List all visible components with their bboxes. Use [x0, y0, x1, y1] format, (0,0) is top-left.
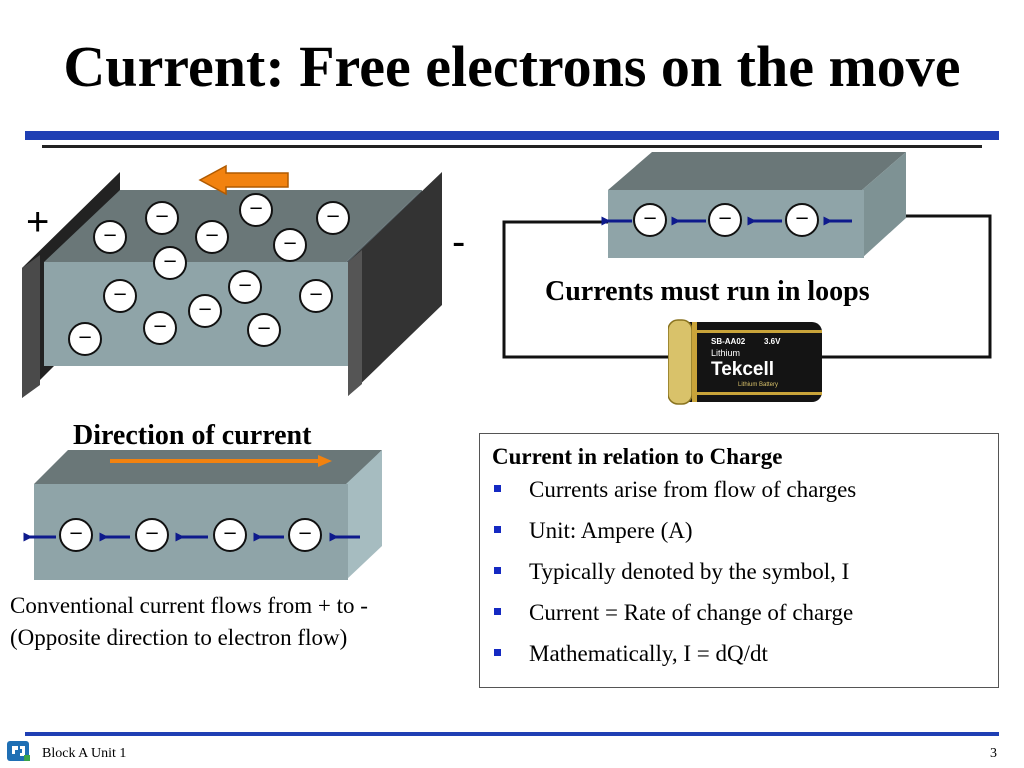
electron-icon: −: [68, 322, 102, 356]
info-bullet-text: Typically denoted by the symbol, I: [529, 559, 850, 584]
electron-icon: −: [213, 518, 247, 552]
electron-icon: −: [93, 220, 127, 254]
battery-model: SB-AA02: [711, 337, 746, 346]
electron-icon: −: [288, 518, 322, 552]
svg-text:−: −: [154, 206, 169, 227]
svg-text:−: −: [162, 251, 177, 272]
electron-icon: −: [188, 294, 222, 328]
svg-text:−: −: [222, 523, 237, 544]
loop-conductor-side: [862, 152, 906, 258]
footer-logo-icon: [7, 741, 30, 761]
electron-icon: −: [228, 270, 262, 304]
electron-icon: −: [145, 201, 179, 235]
electron-icon: −: [143, 311, 177, 345]
bullet-square-icon: [494, 526, 501, 533]
info-bullet-text: Currents arise from flow of charges: [529, 477, 857, 502]
svg-text:−: −: [256, 318, 271, 339]
bullet-square-icon: [494, 608, 501, 615]
svg-text:−: −: [325, 206, 340, 227]
footer-text: Block A Unit 1: [42, 746, 127, 761]
svg-text:−: −: [68, 523, 83, 544]
svg-text:−: −: [102, 225, 117, 246]
right-plate: [348, 172, 442, 396]
info-box-title: Current in relation to Charge: [492, 444, 783, 469]
page-number: 3: [990, 746, 997, 761]
electron-icon: −: [708, 203, 742, 237]
info-bullet-list: Currents arise from flow of charges Unit…: [492, 476, 988, 668]
electron-icon: −: [247, 313, 281, 347]
loops-caption: Currents must run in loops: [545, 276, 870, 307]
direction-caption: Direction of current: [73, 420, 312, 451]
electron-icon: −: [59, 518, 93, 552]
bullet-square-icon: [494, 485, 501, 492]
battery-body: [674, 322, 822, 402]
svg-text:−: −: [248, 198, 263, 219]
electron-icon: −: [195, 220, 229, 254]
direction-conductor-side: [346, 450, 382, 580]
svg-text:−: −: [152, 316, 167, 337]
svg-text:−: −: [308, 284, 323, 305]
svg-text:−: −: [197, 299, 212, 320]
direction-figure: [34, 450, 382, 580]
footer-rule: [25, 732, 999, 736]
electron-icon: −: [273, 228, 307, 262]
info-bullet-item: Typically denoted by the symbol, I: [492, 558, 988, 586]
battery-voltage: 3.6V: [764, 337, 781, 346]
svg-text:−: −: [237, 275, 252, 296]
svg-text:−: −: [144, 523, 159, 544]
svg-text:−: −: [717, 208, 732, 229]
title-rule-black: [42, 145, 982, 148]
svg-text:−: −: [297, 523, 312, 544]
electron-cluster: −−−−−−−−−−−−−−: [68, 193, 350, 356]
info-bullet-item: Current = Rate of change of charge: [492, 599, 988, 627]
title-rule-blue: [25, 131, 999, 140]
info-bullet-text: Unit: Ampere (A): [529, 518, 693, 543]
svg-text:−: −: [77, 327, 92, 348]
orange-arrow-left: [198, 164, 289, 196]
conventional-current-note: Conventional current flows from + to - (…: [10, 590, 368, 654]
bullet-square-icon: [494, 567, 501, 574]
battery-subtitle: Lithium Battery: [738, 382, 778, 388]
conventional-note-line2: (Opposite direction to electron flow): [10, 625, 348, 650]
direction-conductor-top: [34, 450, 382, 484]
slide-title: Current: Free electrons on the move: [63, 34, 961, 99]
battery-brand: Tekcell: [711, 359, 774, 380]
info-bullet-item: Currents arise from flow of charges: [492, 476, 988, 504]
svg-text:−: −: [112, 284, 127, 305]
negative-terminal-sign: -: [452, 220, 466, 264]
svg-text:−: −: [642, 208, 657, 229]
info-bullet-item: Unit: Ampere (A): [492, 517, 988, 545]
loop-conductor-top: [608, 152, 906, 190]
loop-electron-row: −−−: [601, 203, 852, 237]
svg-text:−: −: [794, 208, 809, 229]
svg-text:−: −: [204, 225, 219, 246]
electron-icon: −: [316, 201, 350, 235]
positive-terminal-sign: +: [26, 200, 50, 244]
svg-text:−: −: [282, 233, 297, 254]
conventional-note-line1: Conventional current flows from + to -: [10, 593, 368, 618]
orange-arrow-right: [110, 455, 332, 467]
info-bullet-item: Mathematically, I = dQ/dt: [492, 640, 988, 668]
left-plate-face: [22, 255, 40, 398]
right-plate-edge: [348, 250, 362, 396]
electron-icon: −: [103, 279, 137, 313]
charge-info-box: Current in relation to Charge Currents a…: [479, 433, 999, 688]
bullet-square-icon: [494, 649, 501, 656]
electron-icon: −: [153, 246, 187, 280]
electron-icon: −: [239, 193, 273, 227]
info-bullet-text: Current = Rate of change of charge: [529, 600, 854, 625]
battery-type: Lithium: [711, 348, 740, 358]
battery-cap: [668, 319, 693, 405]
direction-electron-row: −−−−: [23, 518, 360, 552]
info-bullet-text: Mathematically, I = dQ/dt: [529, 641, 768, 666]
battery-image: SB-AA02 3.6V Lithium Tekcell Lithium Bat…: [668, 319, 822, 405]
electron-icon: −: [135, 518, 169, 552]
electron-icon: −: [785, 203, 819, 237]
electron-icon: −: [299, 279, 333, 313]
electron-icon: −: [633, 203, 667, 237]
